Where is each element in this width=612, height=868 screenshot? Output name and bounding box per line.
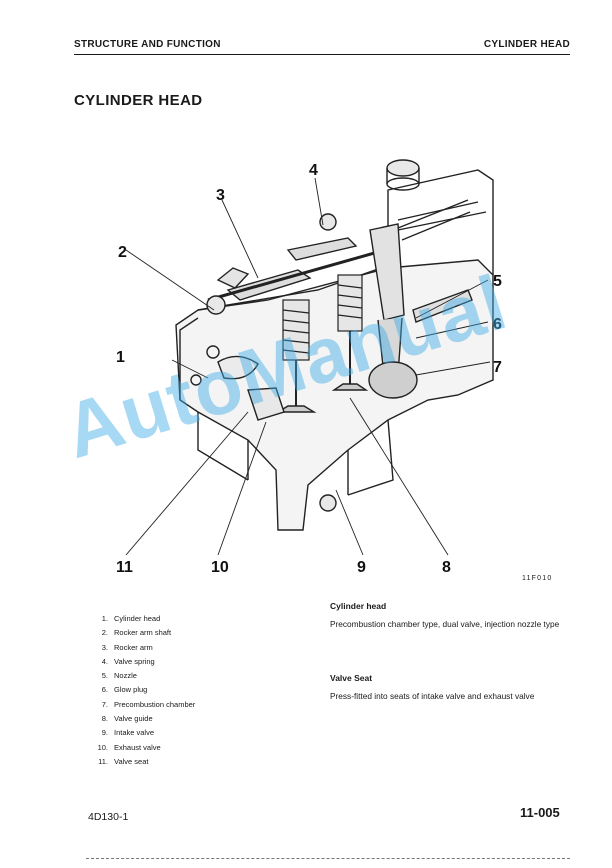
- page-title: CYLINDER HEAD: [74, 92, 203, 109]
- page-number: 11-005: [520, 805, 560, 820]
- callout-11: 11: [116, 559, 133, 576]
- callout-10: 10: [211, 559, 229, 576]
- list-item: 2.Rocker arm shaft: [101, 628, 172, 638]
- callout-6: 6: [493, 316, 502, 333]
- cylinder-head-drawing: 1 2 3 4 5 6 7 8 9 10 11: [116, 159, 502, 576]
- list-item: 7.Precombustion chamber: [101, 699, 196, 709]
- cylinder-head-description: Cylinder head Precombustion chamber type…: [330, 600, 570, 630]
- list-item: 5.Nozzle: [101, 671, 137, 681]
- list-item: 8.Valve guide: [101, 714, 153, 724]
- callout-7: 7: [493, 359, 502, 376]
- page-header: STRUCTURE AND FUNCTION CYLINDER HEAD: [74, 36, 570, 55]
- callout-8: 8: [442, 559, 451, 576]
- parts-list: 1.Cylinder head 2.Rocker arm shaft 3.Roc…: [88, 612, 196, 769]
- list-item: 10.Exhaust valve: [97, 742, 161, 752]
- list-item: 4.Valve spring: [101, 656, 155, 666]
- callout-5: 5: [493, 273, 502, 290]
- model-number: 4D130-1: [88, 811, 129, 823]
- topic-title: CYLINDER HEAD: [483, 39, 570, 50]
- callout-9: 9: [357, 559, 366, 576]
- callout-4: 4: [309, 162, 318, 179]
- valve-seat-description: Valve Seat Press-fitted into seats of in…: [330, 672, 570, 702]
- list-item: 6.Glow plug: [101, 685, 148, 695]
- section-title: STRUCTURE AND FUNCTION: [74, 39, 221, 50]
- cylinder-head-illustration: 1 2 3 4 5 6 7 8 9 10 11: [98, 150, 578, 590]
- callout-3: 3: [216, 187, 225, 204]
- description-heading: Valve Seat: [330, 673, 373, 683]
- callout-1: 1: [116, 349, 125, 366]
- list-item: 11.Valve seat: [98, 756, 149, 766]
- bottom-divider: [86, 858, 570, 859]
- list-item: 3.Rocker arm: [101, 642, 153, 652]
- callout-2: 2: [118, 244, 127, 261]
- description-text: Press-fitted into seats of intake valve …: [330, 691, 535, 701]
- list-item: 9.Intake valve: [101, 728, 155, 738]
- figure-code: 11F010: [522, 575, 553, 582]
- description-heading: Cylinder head: [330, 601, 387, 611]
- description-text: Precombustion chamber type, dual valve, …: [330, 619, 560, 629]
- list-item: 1.Cylinder head: [101, 614, 161, 623]
